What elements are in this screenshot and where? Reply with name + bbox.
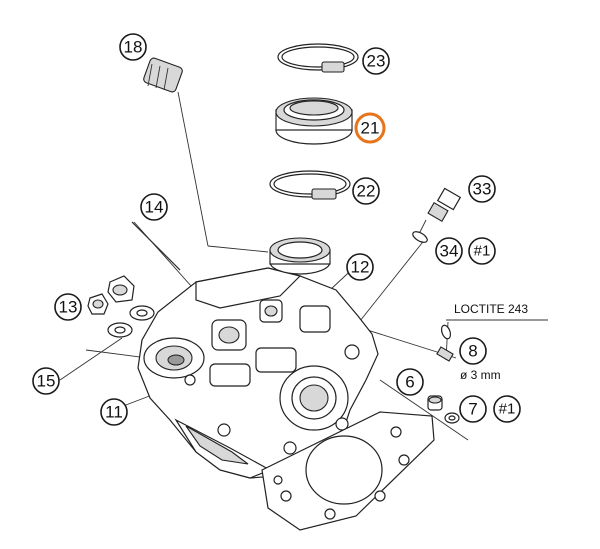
- svg-text:34: 34: [440, 242, 459, 261]
- svg-text:11: 11: [105, 403, 123, 422]
- svg-text:8: 8: [468, 342, 477, 361]
- callout-34-note: #1: [468, 237, 496, 265]
- callout-7: 7: [459, 395, 487, 423]
- nut-13-group: [87, 275, 135, 315]
- jet-8: [436, 324, 454, 362]
- svg-text:18: 18: [124, 38, 143, 57]
- callout-6: 6: [396, 368, 424, 396]
- callout-34: 34: [435, 237, 463, 265]
- cylinder-head: [137, 237, 379, 479]
- washers-15: [107, 305, 155, 338]
- sensor-33: [419, 187, 462, 233]
- callout-15: 15: [32, 367, 60, 395]
- svg-text:21: 21: [361, 119, 380, 138]
- svg-text:23: 23: [367, 52, 386, 71]
- bushing-18: [143, 57, 183, 93]
- callout-23: 23: [362, 47, 390, 75]
- hose-clamp-bottom: [269, 170, 351, 200]
- loctite-note: LOCTITE 243 ø 3 mm: [446, 302, 548, 382]
- callout-33: 33: [468, 175, 496, 203]
- callout-18: 18: [119, 33, 147, 61]
- callout-8: 8: [459, 337, 487, 365]
- loctite-label: LOCTITE 243: [454, 302, 528, 316]
- svg-text:6: 6: [405, 373, 414, 392]
- intake-flange: [275, 97, 353, 145]
- svg-text:12: 12: [351, 258, 370, 277]
- callout-11: 11: [100, 398, 128, 426]
- svg-text:7: 7: [468, 400, 477, 419]
- svg-text:#1: #1: [474, 243, 491, 260]
- seal-7: [444, 412, 460, 424]
- hose-clamp-top: [277, 43, 359, 73]
- head-gasket: [261, 411, 435, 531]
- leader-18b: [207, 245, 269, 253]
- diameter-label: ø 3 mm: [460, 368, 501, 382]
- svg-text:22: 22: [357, 182, 376, 201]
- callout-13: 13: [54, 293, 82, 321]
- callout-7-note: #1: [493, 395, 521, 423]
- plug-6: [427, 395, 443, 411]
- callout-12: 12: [346, 253, 374, 281]
- svg-text:14: 14: [145, 198, 164, 217]
- leader-7: [379, 379, 469, 441]
- seal-ring-34: [412, 231, 428, 243]
- leader-18: [177, 91, 209, 247]
- leader-34: [355, 237, 427, 327]
- callout-14: 14: [140, 193, 168, 221]
- svg-text:13: 13: [59, 298, 78, 317]
- callout-21: 21: [354, 112, 386, 144]
- svg-text:#1: #1: [499, 401, 516, 418]
- callout-22: 22: [352, 177, 380, 205]
- leader-15b: [59, 337, 123, 381]
- svg-text:33: 33: [473, 180, 492, 199]
- stud-14: [131, 221, 181, 271]
- svg-text:15: 15: [37, 372, 56, 391]
